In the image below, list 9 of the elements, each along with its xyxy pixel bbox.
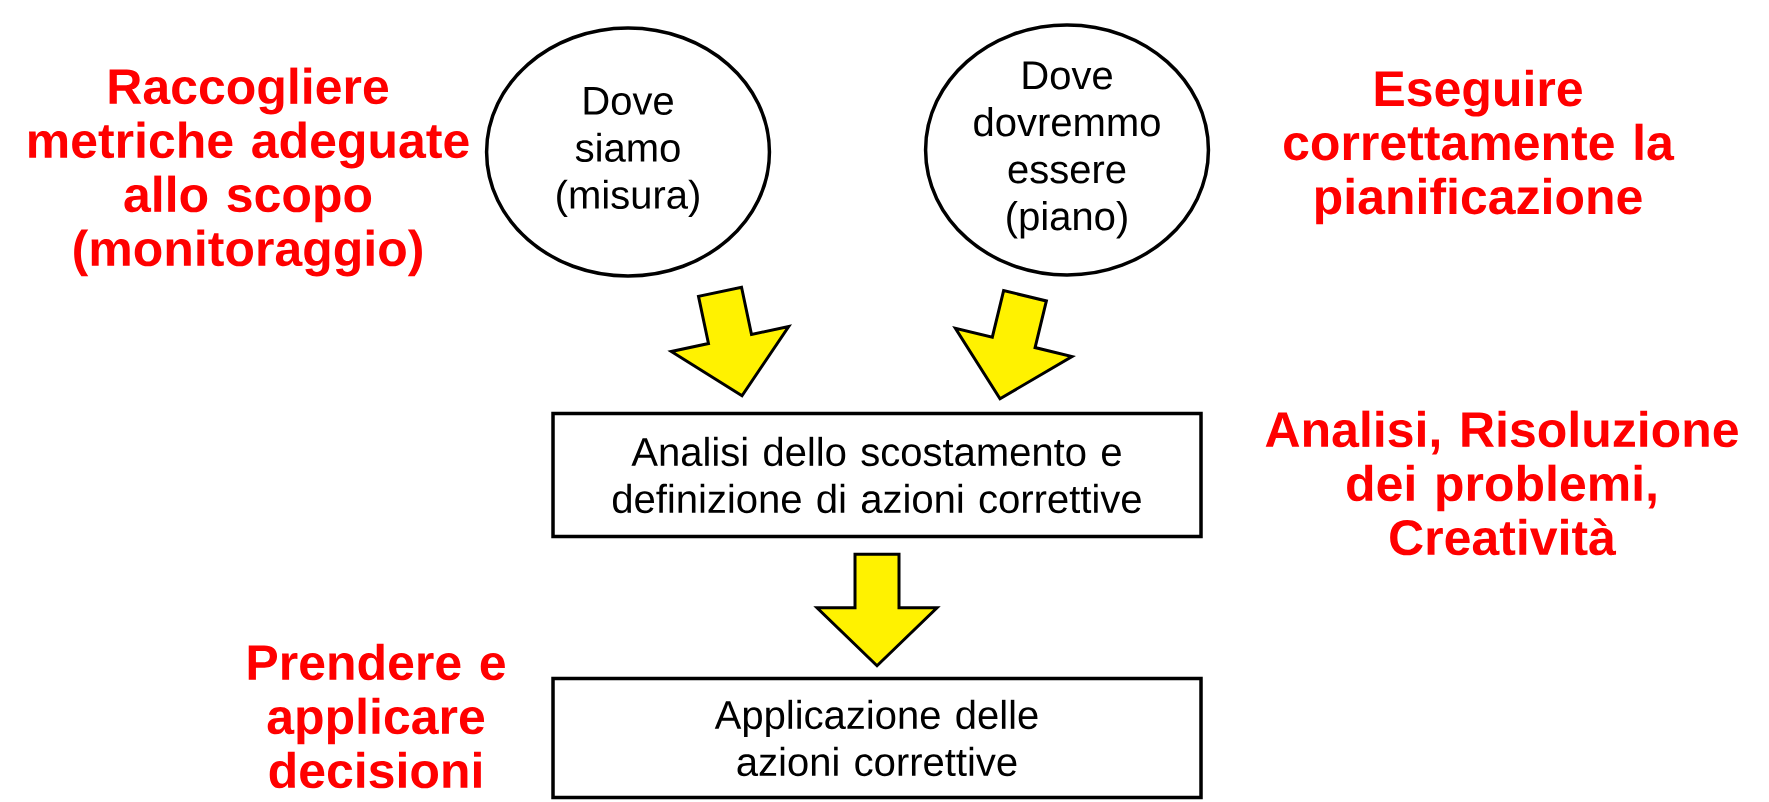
process-box: Applicazione delle azioni correttive (551, 676, 1203, 800)
process-box: Analisi dello scostamento e definizione di azioni correttive (551, 411, 1203, 539)
block-arrow (813, 552, 941, 668)
annotation-text: Prendere e applicare decisioni (248, 643, 505, 789)
annotation-text: Eseguire correttamente la pianificazione (1284, 69, 1675, 225)
block-arrow (667, 285, 793, 398)
ellipse-node: Dove siamo (misura) (484, 26, 772, 278)
annotation-text: Analisi, Risoluzione dei problemi, Creatività (1265, 410, 1738, 556)
ellipse-node: Dove dovremmo essere (piano) (923, 23, 1211, 277)
